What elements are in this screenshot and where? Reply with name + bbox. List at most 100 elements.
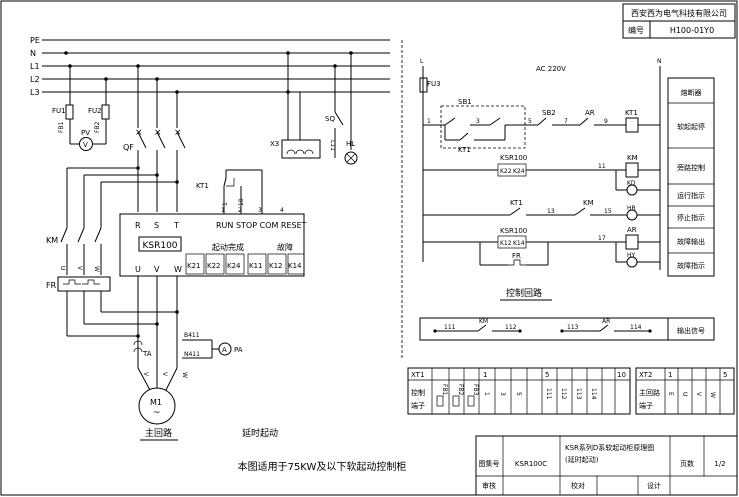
ctrl-4: 4: [280, 207, 284, 214]
fn-fuse: 熔断器: [681, 88, 702, 97]
ctrl-l-label: L: [420, 58, 424, 65]
tb-page: 1/2: [714, 460, 725, 468]
bypass-label: 起动完成: [212, 242, 244, 252]
kt1-coil-label: KT1: [625, 109, 638, 117]
bypass-contactor: KM U V W FR: [46, 167, 179, 338]
tb-drawing-no-label: 图集号: [479, 459, 500, 468]
xt2-r2-w: W: [709, 392, 716, 398]
power-buses: PE N L1 L2 L3: [30, 36, 390, 97]
x3-label: X3: [270, 140, 279, 148]
n411-label: N411: [184, 351, 200, 358]
ctrl-n-label: N: [657, 58, 662, 65]
out-111: 111: [444, 324, 456, 331]
fu2-label: FU2: [88, 107, 102, 115]
b411-label: B411: [184, 332, 200, 339]
ctrl-2: 2: [238, 207, 242, 214]
bus-l1: L1: [30, 62, 40, 71]
svg-text:A: A: [222, 346, 227, 354]
fr-label: FR: [46, 281, 57, 290]
tb-page-label: 页数: [680, 459, 694, 468]
output-signal: 111 112 113 114 KM AR 输出信号: [419, 317, 715, 341]
term-w: W: [174, 265, 182, 274]
fu1-label: FU1: [52, 107, 66, 115]
bus-pe: PE: [30, 36, 40, 45]
svg-text:10: 10: [238, 198, 245, 206]
ctrl-3: 3: [258, 207, 262, 214]
xt2-r2-v: V: [695, 392, 702, 397]
pv-label: PV: [81, 129, 90, 137]
out-114: 114: [630, 324, 642, 331]
k12-label: K12: [500, 240, 512, 247]
soft-starter: R S T KSR100 U V W RUN STOP COM RESET 1 …: [119, 169, 307, 368]
m1-symbol: ~: [153, 408, 161, 418]
wire-7: 7: [564, 118, 568, 125]
xt1-col-1: 1: [483, 371, 487, 379]
wire-15: 15: [604, 208, 612, 215]
xt1-desc-2: 端子: [411, 401, 425, 410]
xt2-col-1: 1: [668, 371, 672, 379]
company-name: 西安西为电气科技有限公司: [631, 8, 727, 18]
xt2-r2-u: U: [681, 392, 688, 396]
wire-9: 9: [604, 118, 608, 125]
kt1-label: KT1: [196, 182, 209, 190]
tb-title: KSR系列D系软起动柜原理图: [565, 443, 654, 452]
fn-start-stop: 软起起停: [677, 122, 705, 131]
ta-label: TA: [142, 350, 152, 358]
tb-design-label: 设计: [647, 481, 661, 490]
k22-label: K22: [500, 168, 512, 175]
out-k24: K24: [227, 262, 241, 270]
out-k21: K21: [187, 262, 201, 270]
xt1-r2-5: 5: [515, 392, 522, 396]
xt1-fb3: FB3: [472, 384, 479, 396]
ar-label: AR: [585, 109, 595, 117]
fb1-label: FB1: [58, 121, 65, 133]
aux-devices: X3 SQ L11 HL: [270, 53, 358, 165]
note-text: 本图适用于75KW及以下软起动控制柜: [238, 460, 407, 473]
control-title: 控制回路: [506, 287, 542, 299]
out-k12: K12: [269, 262, 283, 270]
xt1-label: XT1: [411, 371, 424, 379]
km-term-v: V: [76, 266, 83, 271]
km-label: KM: [46, 236, 58, 245]
out-k11: K11: [249, 262, 263, 270]
out-ar: AR: [602, 318, 610, 325]
sb1-label: SB1: [458, 98, 472, 106]
m1-label: M1: [150, 398, 162, 407]
fn-fault-out: 故障输出: [677, 237, 705, 246]
tb-drawing-no: KSR100C: [515, 460, 547, 468]
sq-label: SQ: [325, 115, 335, 123]
wire-17: 17: [598, 235, 606, 242]
fn-fault-ind: 故障指示: [677, 261, 705, 270]
k14-label: K14: [513, 240, 525, 247]
tb-review-label: 审核: [482, 481, 496, 490]
xt1-r2-1: 1: [483, 392, 490, 396]
kt1-ctrl-label: KT1: [458, 146, 471, 154]
doc-no: H100-01Y0: [670, 26, 714, 35]
xt1-fb2: FB2: [457, 384, 464, 396]
out-km: KM: [479, 318, 488, 325]
kt1-rung3-label: KT1: [510, 199, 523, 207]
km-coil-label: KM: [627, 154, 638, 162]
tb-subtitle: (延时起动): [565, 455, 599, 464]
xt1-r2-112: 112: [560, 388, 567, 400]
main-title: 主回路: [145, 427, 172, 439]
qf-label: QF: [123, 143, 134, 152]
fn-bypass: 旁路控制: [677, 163, 705, 172]
tb-check-label: 校对: [571, 481, 585, 490]
km-rung3-label: KM: [583, 199, 594, 207]
fb2-label: FB2: [94, 121, 101, 133]
xt1-r2-111: 111: [545, 388, 552, 400]
xt1-fb1: FB1: [441, 384, 448, 396]
xt1-r2-113: 113: [575, 388, 582, 400]
km-term-w: W: [93, 266, 100, 272]
fn-stop: 停止指示: [677, 213, 705, 222]
xt1-desc: 控制: [411, 388, 425, 397]
fn-run: 运行指示: [677, 191, 705, 200]
bus-l2: L2: [30, 75, 40, 84]
xt2-desc-2: 端子: [639, 401, 653, 410]
term-v: V: [154, 265, 160, 274]
terminal-xt1: XT1 控制 端子 1 5 10 FB1 FB2 FB3 1 3 5 111 1…: [407, 367, 631, 415]
ksr-rung4-label: KSR100: [500, 227, 527, 235]
main-subtitle: 延时起动: [242, 427, 278, 439]
fault-label: 故障: [277, 242, 293, 252]
